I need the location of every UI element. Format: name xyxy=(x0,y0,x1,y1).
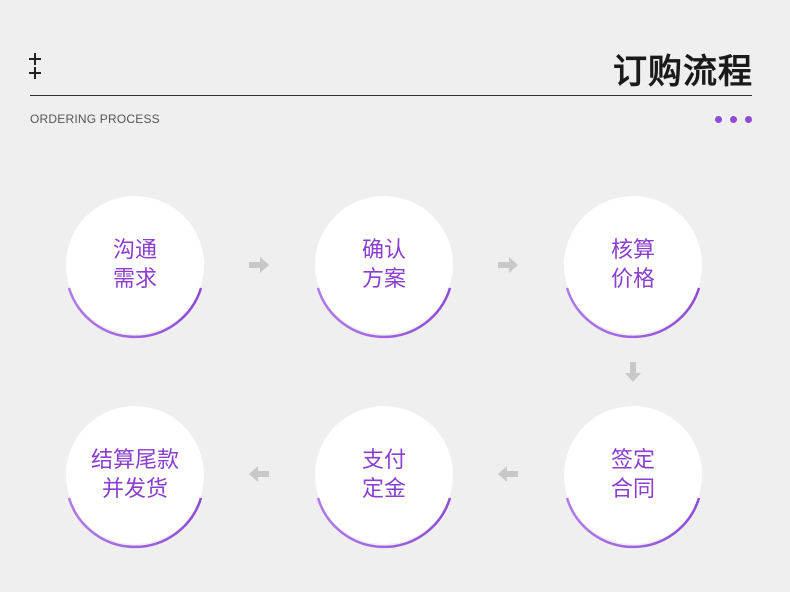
process-step-contract: 签定 合同 xyxy=(564,406,702,549)
step-label-line2: 价格 xyxy=(610,267,655,292)
plus-icons xyxy=(29,51,43,81)
arrow-left-icon xyxy=(498,466,518,482)
step-label-line1: 支付 xyxy=(361,448,406,473)
plus-icon xyxy=(29,53,41,65)
step-label-line1: 沟通 xyxy=(112,238,157,263)
step-label-line2: 合同 xyxy=(610,477,655,502)
process-step-deposit: 支付 定金 xyxy=(315,406,453,549)
process-step-final-payment: 结算尾款 并发货 xyxy=(66,406,204,549)
step-label-line1: 核算 xyxy=(610,238,655,263)
page-title: 订购流程 xyxy=(613,52,753,92)
step-label-line1: 结算尾款 xyxy=(90,448,179,473)
step-label-line2: 方案 xyxy=(361,267,406,292)
step-label-line1: 签定 xyxy=(610,448,655,473)
arrow-left-icon xyxy=(249,466,269,482)
process-step-communicate: 沟通 需求 xyxy=(66,196,204,339)
header-divider xyxy=(30,95,752,96)
page-subtitle: ORDERING PROCESS xyxy=(30,112,160,126)
step-label-line1: 确认 xyxy=(361,238,406,263)
arrow-down-icon xyxy=(625,362,641,382)
step-label-line2: 并发货 xyxy=(101,477,168,502)
arrow-right-icon xyxy=(498,257,518,273)
dots-icon xyxy=(715,116,752,123)
arrow-right-icon xyxy=(249,257,269,273)
step-label-line2: 需求 xyxy=(112,267,157,292)
process-step-price: 核算 价格 xyxy=(564,196,702,339)
step-label-line2: 定金 xyxy=(361,477,406,502)
plus-icon xyxy=(29,67,41,79)
process-step-confirm-plan: 确认 方案 xyxy=(315,196,453,339)
